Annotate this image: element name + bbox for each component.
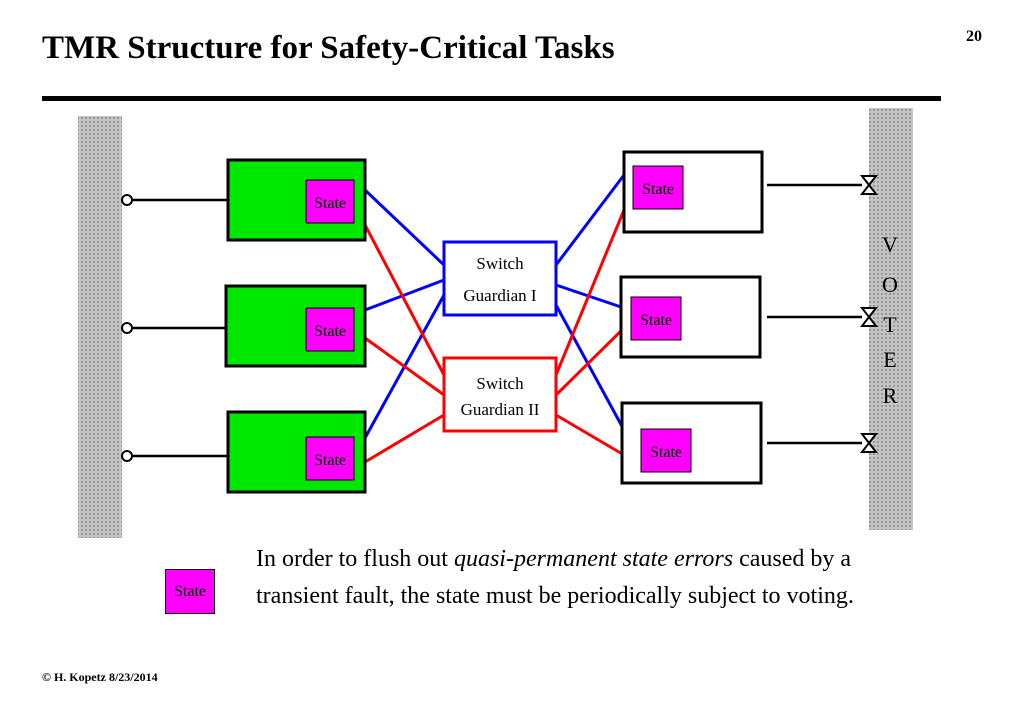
caption-emphasis: quasi-permanent state errors [453,546,734,572]
legend-state-label: State [174,582,206,600]
switch-guardian-1 [442,240,558,317]
state-label: State [650,444,682,461]
guardian-1-line1: Switch [476,254,524,273]
voter-bus [869,108,913,530]
state-box-right-2 [630,296,682,341]
caption: In order to flush out quasi-permanent st… [256,541,906,615]
state-box-left-1 [305,179,355,224]
footer-copyright: © H. Kopetz 8/23/2014 [42,670,158,684]
state-box-right-3 [640,428,692,473]
state-box-left-3 [305,436,355,481]
input-bus [78,116,122,538]
guardian-1-line2: Guardian I [463,286,537,305]
slide-title: TMR Structure for Safety-Critical Tasks [42,30,615,66]
caption-part2: caused by a transient fault, the state m… [256,546,854,609]
state-label: State [640,312,672,329]
state-label: State [314,452,346,469]
voter-letter: R [883,383,898,408]
voter-letter: O [882,272,898,297]
switch-guardian-2 [442,356,558,433]
state-label: State [642,181,674,198]
input-connector-2 [121,322,226,334]
voter-letter: T [883,312,897,337]
title-rule [42,96,941,101]
state-box-right-1 [632,165,684,210]
state-box-left-2 [305,307,355,352]
guardian-2-line2: Guardian II [461,400,540,419]
output-connector-2 [767,307,879,327]
page-number: 20 [966,28,982,45]
state-label: State [314,195,346,212]
guardian-1-links [363,174,626,439]
guardian-2-line1: Switch [476,374,524,393]
output-connector-3 [767,433,879,453]
voter-letter: E [883,347,896,372]
legend-state-box: State [165,569,215,614]
output-connector-1 [767,175,879,195]
input-connector-1 [121,194,229,206]
caption-part1: In order to flush out [256,546,454,572]
guardian-2-links [363,209,626,464]
state-label: State [314,323,346,340]
voter-letter: V [882,232,898,257]
input-connector-3 [121,450,229,462]
